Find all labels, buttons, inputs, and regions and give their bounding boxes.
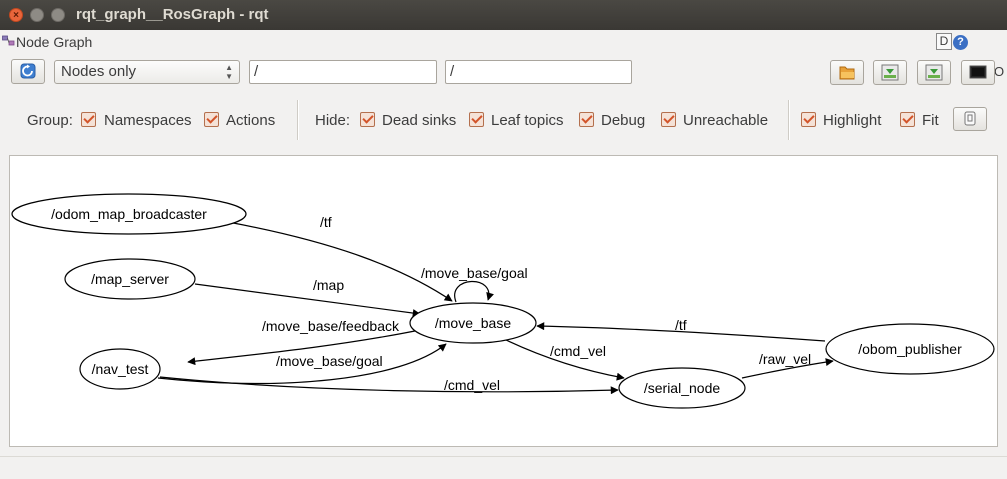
leaf-topics-checkbox[interactable] — [469, 112, 484, 127]
edge-label-tf-right: /tf — [675, 317, 687, 333]
edge-goal — [157, 343, 447, 385]
edge-label-raw-vel: /raw_vel — [759, 351, 811, 367]
save-svg-button[interactable] — [917, 60, 951, 85]
graph-node[interactable]: /nav_test — [79, 348, 161, 390]
hide-label: Hide: — [315, 112, 351, 129]
leaf-topics-label[interactable]: Leaf topics — [491, 112, 564, 129]
node-label: /nav_test — [92, 361, 149, 377]
divider — [297, 100, 299, 140]
fit-in-view-button[interactable] — [953, 107, 987, 131]
window-titlebar: × rqt_graph__RosGraph - rqt — [0, 0, 1007, 30]
edge-label-cmd-vel-2: /cmd_vel — [444, 377, 500, 393]
plugin-header: Node Graph D? - O — [0, 30, 1007, 79]
highlight-label[interactable]: Highlight — [823, 112, 882, 129]
namespaces-checkbox[interactable] — [81, 112, 96, 127]
dock-icon[interactable]: D — [936, 33, 952, 50]
namespace-filter-input[interactable]: / — [249, 60, 437, 84]
refresh-icon — [20, 63, 36, 79]
plugin-help-controls: D? — [936, 33, 968, 50]
graph-canvas[interactable]: /tf /map /move_base/goal /move_base/feed… — [9, 155, 998, 447]
highlight-checkbox[interactable] — [801, 112, 816, 127]
plugin-title: Node Graph — [16, 34, 93, 50]
actions-label[interactable]: Actions — [226, 112, 276, 129]
graph-node[interactable]: /serial_node — [618, 367, 746, 409]
edge-label-cmd-vel-1: /cmd_vel — [550, 343, 606, 359]
edge-feedback — [187, 329, 421, 366]
window-title: rqt_graph__RosGraph - rqt — [76, 6, 269, 23]
node-label: /obom_publisher — [858, 341, 962, 357]
minimize-window-button[interactable] — [30, 8, 44, 22]
ros-graph: /tf /map /move_base/goal /move_base/feed… — [11, 193, 995, 409]
refresh-button[interactable] — [11, 59, 45, 84]
save-image-icon — [881, 64, 899, 81]
edge-cmd-vel-2 — [159, 376, 619, 395]
options-row: Group: Namespaces Actions Hide: Dead sin… — [0, 100, 1007, 140]
edge-goal-loop — [454, 280, 494, 303]
node-label: /serial_node — [644, 380, 720, 396]
unreachable-checkbox[interactable] — [661, 112, 676, 127]
chevron-updown-icon: ▲▼ — [225, 63, 233, 81]
fit-label[interactable]: Fit — [922, 112, 939, 129]
divider — [788, 100, 790, 140]
status-bar — [0, 456, 1007, 479]
edge-label-goal: /move_base/goal — [276, 353, 383, 369]
edge-raw-vel — [741, 358, 834, 379]
dead-sinks-checkbox[interactable] — [360, 112, 375, 127]
graph-node[interactable]: /map_server — [64, 258, 196, 300]
actions-checkbox[interactable] — [204, 112, 219, 127]
fit-view-icon — [964, 111, 976, 126]
debug-checkbox[interactable] — [579, 112, 594, 127]
edge-label-map: /map — [313, 277, 344, 293]
node-label: /map_server — [91, 271, 169, 287]
help-icon[interactable]: ? — [953, 35, 968, 50]
edge-tf-right — [536, 322, 826, 342]
node-label: /move_base — [435, 315, 511, 331]
save-dot-button[interactable] — [873, 60, 907, 85]
edge-cmd-vel-1 — [505, 339, 625, 381]
edge-tf-top — [227, 221, 453, 302]
group-label: Group: — [27, 112, 73, 129]
maximize-window-button[interactable] — [51, 8, 65, 22]
graph-mode-value: Nodes only — [61, 63, 137, 80]
edge-map — [194, 283, 421, 318]
edge-label-feedback: /move_base/feedback — [262, 318, 400, 334]
screen-icon — [969, 65, 987, 79]
load-dot-button[interactable] — [830, 60, 864, 85]
dead-sinks-label[interactable]: Dead sinks — [382, 112, 457, 129]
unreachable-label[interactable]: Unreachable — [683, 112, 769, 129]
graph-node[interactable]: /odom_map_broadcaster — [11, 193, 247, 235]
fit-checkbox[interactable] — [900, 112, 915, 127]
topic-filter-input[interactable]: / — [445, 60, 632, 84]
close-plugin-button[interactable]: O — [994, 64, 1005, 79]
folder-open-icon — [839, 66, 855, 80]
edge-label-tf-top: /tf — [320, 214, 332, 230]
edge-label-goal-loop: /move_base/goal — [421, 265, 528, 281]
debug-label[interactable]: Debug — [601, 112, 646, 129]
close-window-button[interactable]: × — [9, 8, 23, 22]
node-graph-plugin-icon — [2, 35, 15, 46]
graph-node[interactable]: /move_base — [409, 302, 537, 344]
save-svg-icon — [925, 64, 943, 81]
save-image-button[interactable] — [961, 60, 995, 85]
graph-mode-select[interactable]: Nodes only ▲▼ — [54, 60, 240, 84]
node-label: /odom_map_broadcaster — [51, 206, 207, 222]
namespaces-label[interactable]: Namespaces — [104, 112, 192, 129]
graph-node[interactable]: /obom_publisher — [825, 323, 995, 375]
